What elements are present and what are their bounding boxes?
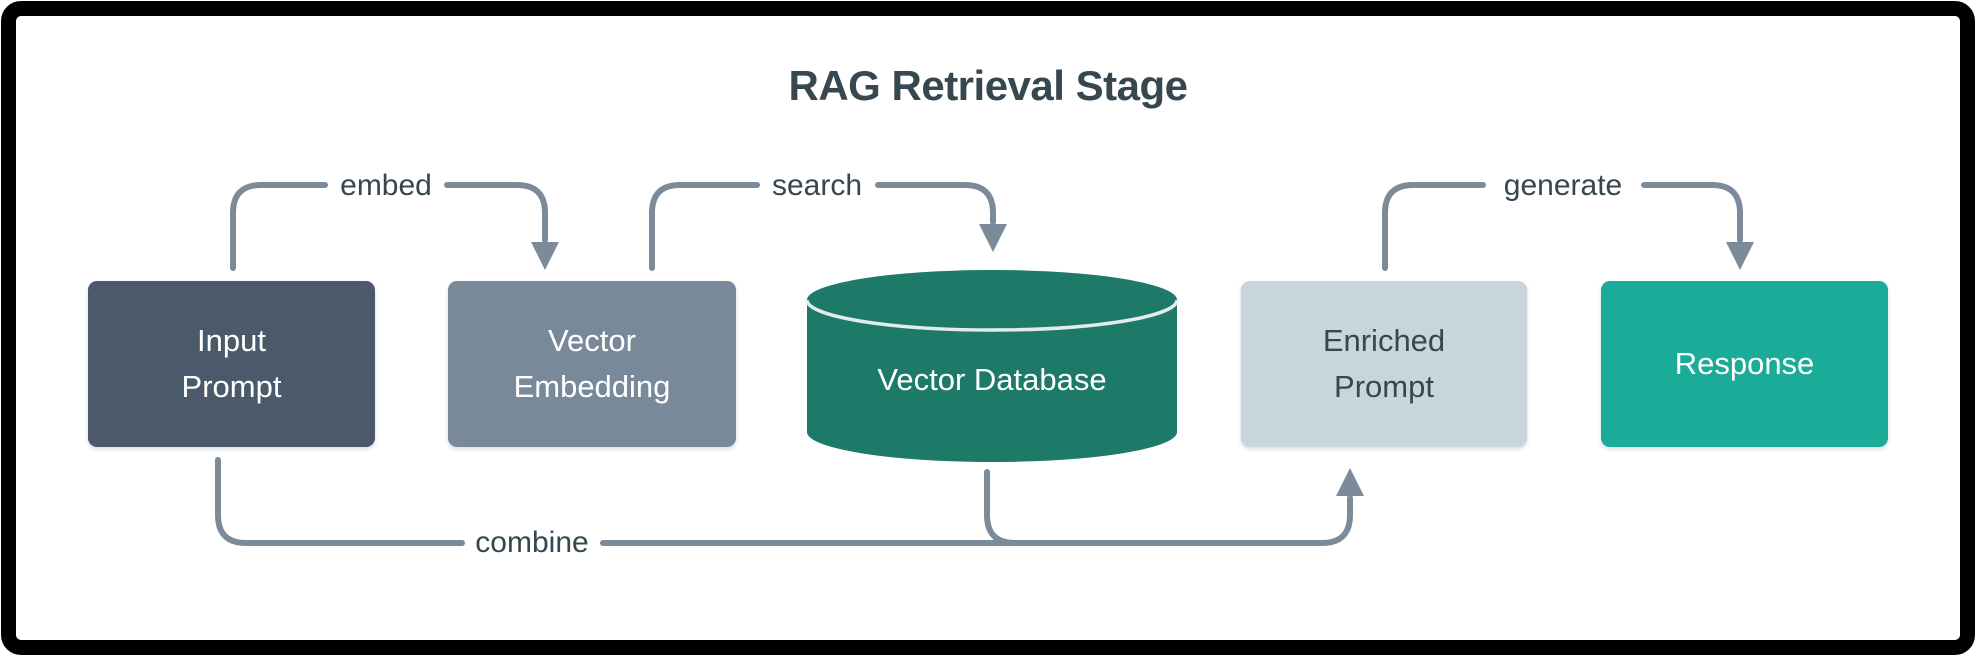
- edge-label-combine: combine: [475, 526, 589, 559]
- node-input-prompt: Input Prompt: [88, 281, 375, 447]
- embed-arrowhead-icon: [531, 242, 559, 270]
- node-enriched-prompt: Enriched Prompt: [1241, 281, 1527, 447]
- edge-search: [649, 182, 1007, 271]
- node-enriched-prompt-label: Enriched Prompt: [1322, 323, 1446, 404]
- diagram-title: RAG Retrieval Stage: [788, 62, 1188, 109]
- generate-arrowhead-icon: [1726, 242, 1754, 270]
- node-vector-embedding-label: Vector Embedding: [513, 323, 671, 404]
- edge-combine: [215, 457, 1364, 546]
- edge-embed: [230, 182, 559, 271]
- combine-arrowhead-icon: [1336, 468, 1364, 496]
- edge-label-embed: embed: [340, 169, 432, 202]
- node-response-label: Response: [1674, 346, 1815, 381]
- node-vector-embedding: Vector Embedding: [448, 281, 736, 447]
- edge-label-generate: generate: [1503, 169, 1623, 202]
- node-response: Response: [1601, 281, 1888, 447]
- edge-label-search: search: [771, 169, 863, 202]
- search-arrowhead-icon: [979, 224, 1007, 252]
- node-vector-database-label: Vector Database: [877, 362, 1107, 397]
- vector-database-cylinder: [805, 270, 1179, 462]
- edge-combine-db-branch: [984, 469, 1073, 546]
- node-vector-database: Vector Database: [807, 305, 1177, 455]
- node-input-prompt-label: Input Prompt: [181, 323, 282, 404]
- edge-generate: [1382, 182, 1754, 271]
